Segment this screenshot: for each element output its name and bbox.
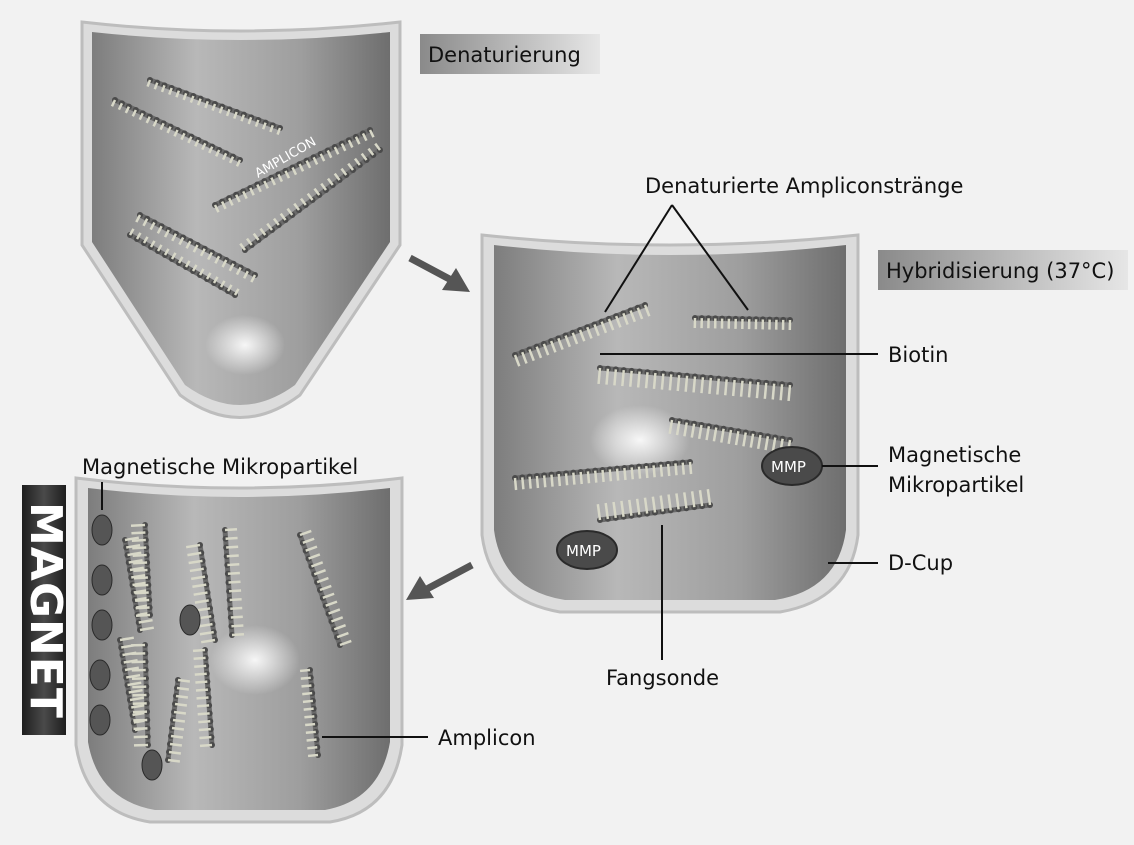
mmp-bead-lower: MMP <box>557 531 617 569</box>
cup-hybridization <box>482 235 858 612</box>
capture-probe-label: Fangsonde <box>606 666 719 690</box>
magnetic-particles-label-line2: Mikropartikel <box>888 473 1024 497</box>
magnetic-bead-2 <box>92 565 112 595</box>
biotin-label: Biotin <box>888 343 948 367</box>
mmp-label-lower: MMP <box>566 542 601 560</box>
magnetic-bead-1 <box>92 515 112 545</box>
magnetic-bead-6 <box>180 605 200 635</box>
d-cup-label: D-Cup <box>888 551 953 575</box>
mmp-bead-upper: MMP <box>762 447 822 485</box>
denaturation-label: Denaturierung <box>428 43 581 67</box>
cup-denaturation <box>82 22 400 418</box>
mmp-label-upper: MMP <box>771 458 806 476</box>
magnet-bar: MAGNET <box>20 485 71 735</box>
hybridization-label: Hybridisierung (37°C) <box>886 259 1114 283</box>
magnet-label: MAGNET <box>20 502 71 719</box>
magnetic-bead-4 <box>90 660 110 690</box>
arrow-to-magnet <box>406 565 472 600</box>
magnetic-particles-label-line1: Magnetische <box>888 443 1021 467</box>
amplicon-label: Amplicon <box>438 726 536 750</box>
magnetic-microparticles-label: Magnetische Mikropartikel <box>82 455 358 479</box>
magnetic-bead-3 <box>92 610 112 640</box>
magnetic-bead-7 <box>142 750 162 780</box>
magnetic-bead-5 <box>90 705 110 735</box>
denaturation-tag: Denaturierung <box>420 34 600 74</box>
arrow-to-hybridization <box>410 258 470 292</box>
cup-magnet <box>76 478 402 822</box>
denatured-strands-label: Denaturierte Ampliconstränge <box>645 174 963 198</box>
hybridization-tag: Hybridisierung (37°C) <box>878 250 1128 290</box>
